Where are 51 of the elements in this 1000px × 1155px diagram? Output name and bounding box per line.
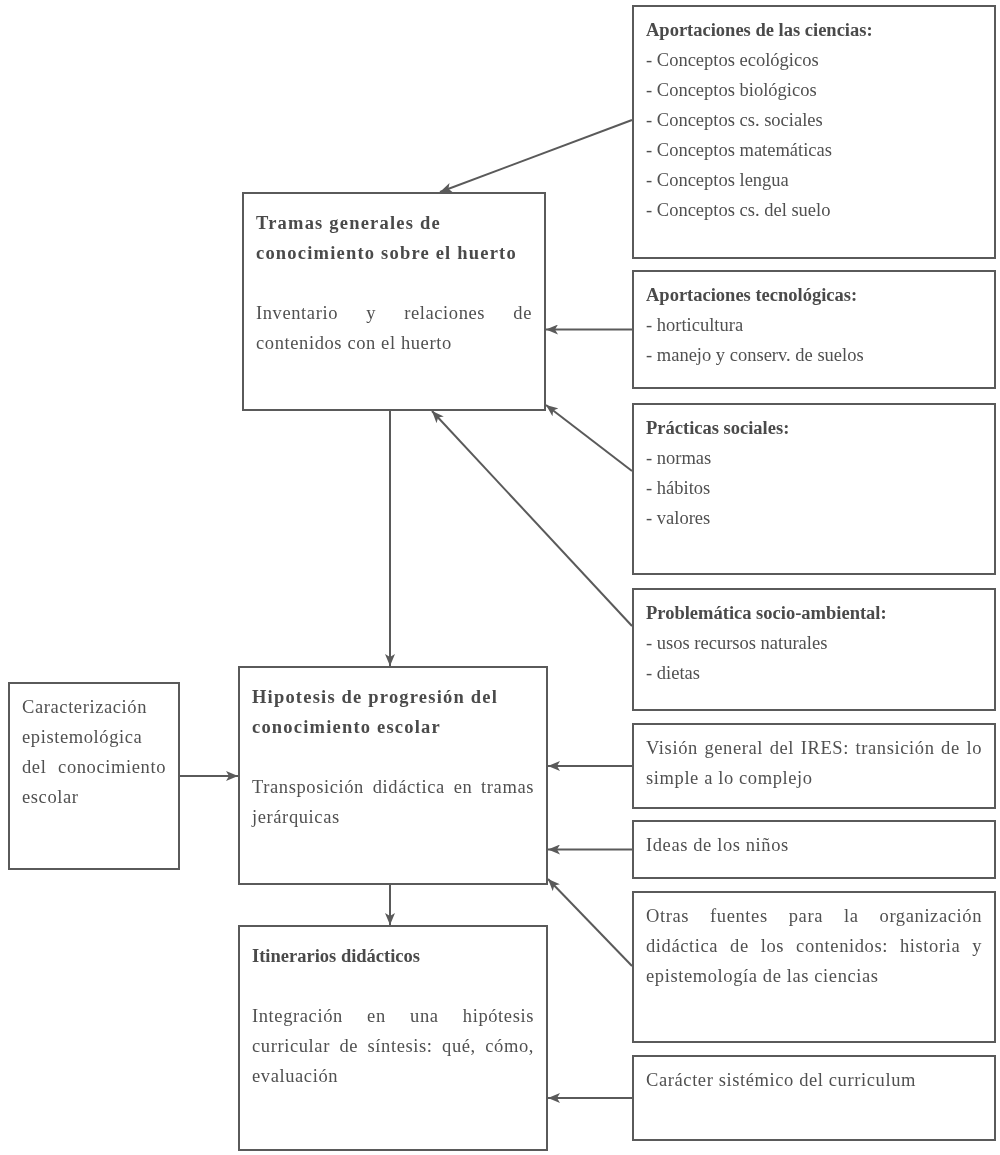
- concept-box: [632, 403, 996, 575]
- text-box: [632, 1055, 996, 1141]
- list-item: - usos recursos naturales: [646, 632, 829, 655]
- arrow: [547, 1093, 633, 1103]
- arrow: [179, 771, 239, 781]
- box-text: Carácter sistémico del curriculum: [646, 1069, 917, 1092]
- arrow: [547, 878, 633, 967]
- box-text: Ideas de los niños: [646, 834, 790, 857]
- arrow: [385, 410, 395, 667]
- box-heading: Tramas generales de conocimiento sobre el huerto: [256, 212, 518, 265]
- box-heading: Prácticas sociales:: [646, 417, 791, 440]
- concept-box: [242, 192, 546, 411]
- text-box: [632, 820, 996, 879]
- list-item: - Conceptos ecológicos: [646, 49, 820, 72]
- box-heading: Aportaciones tecnológicas:: [646, 284, 859, 307]
- box-text: Integración en una hipótesis curricular de síntesis: qué, cómo, evaluación: [252, 1005, 534, 1088]
- list-item: - manejo y conserv. de suelos: [646, 344, 865, 367]
- box-text: Visión general del IRES: transición de lo simple a lo complejo: [646, 737, 982, 790]
- concept-box: [632, 5, 996, 259]
- list-item: - horticultura: [646, 314, 745, 337]
- concept-box: [238, 925, 548, 1151]
- list-item: - hábitos: [646, 477, 712, 500]
- list-item: - Conceptos cs. sociales: [646, 109, 824, 132]
- list-item: - dietas: [646, 662, 701, 685]
- list-item: - normas: [646, 447, 713, 470]
- arrow: [385, 884, 395, 926]
- text-box: [8, 682, 180, 870]
- text-box: [632, 723, 996, 809]
- arrow: [439, 119, 633, 193]
- box-text: Inventario y relaciones de contenidos con el huerto: [256, 302, 532, 355]
- box-heading: Itinerarios didácticos: [252, 945, 422, 968]
- concept-box: [632, 270, 996, 389]
- list-item: - Conceptos cs. del suelo: [646, 199, 832, 222]
- concept-box: [238, 666, 548, 885]
- box-heading: Problemática socio-ambiental:: [646, 602, 888, 625]
- list-item: - valores: [646, 507, 712, 530]
- box-text: Caracterización epistemológica del conocimiento escolar: [22, 696, 166, 809]
- box-text: Otras fuentes para la organización didáctica de los contenidos: historia y epistemología de las ciencias: [646, 905, 982, 988]
- text-box: [632, 891, 996, 1043]
- box-heading: Aportaciones de las ciencias:: [646, 19, 874, 42]
- box-text: Transposición didáctica en tramas jerárquicas: [252, 776, 534, 829]
- concept-box: [632, 588, 996, 711]
- arrow: [547, 844, 633, 855]
- list-item: - Conceptos lengua: [646, 169, 790, 192]
- list-item: - Conceptos matemáticas: [646, 139, 833, 162]
- arrow: [431, 410, 633, 627]
- arrow: [545, 404, 633, 472]
- arrow: [545, 324, 633, 335]
- list-item: - Conceptos biológicos: [646, 79, 818, 102]
- box-heading: Hipotesis de progresión del conocimiento escolar: [252, 686, 500, 739]
- arrow: [547, 761, 633, 771]
